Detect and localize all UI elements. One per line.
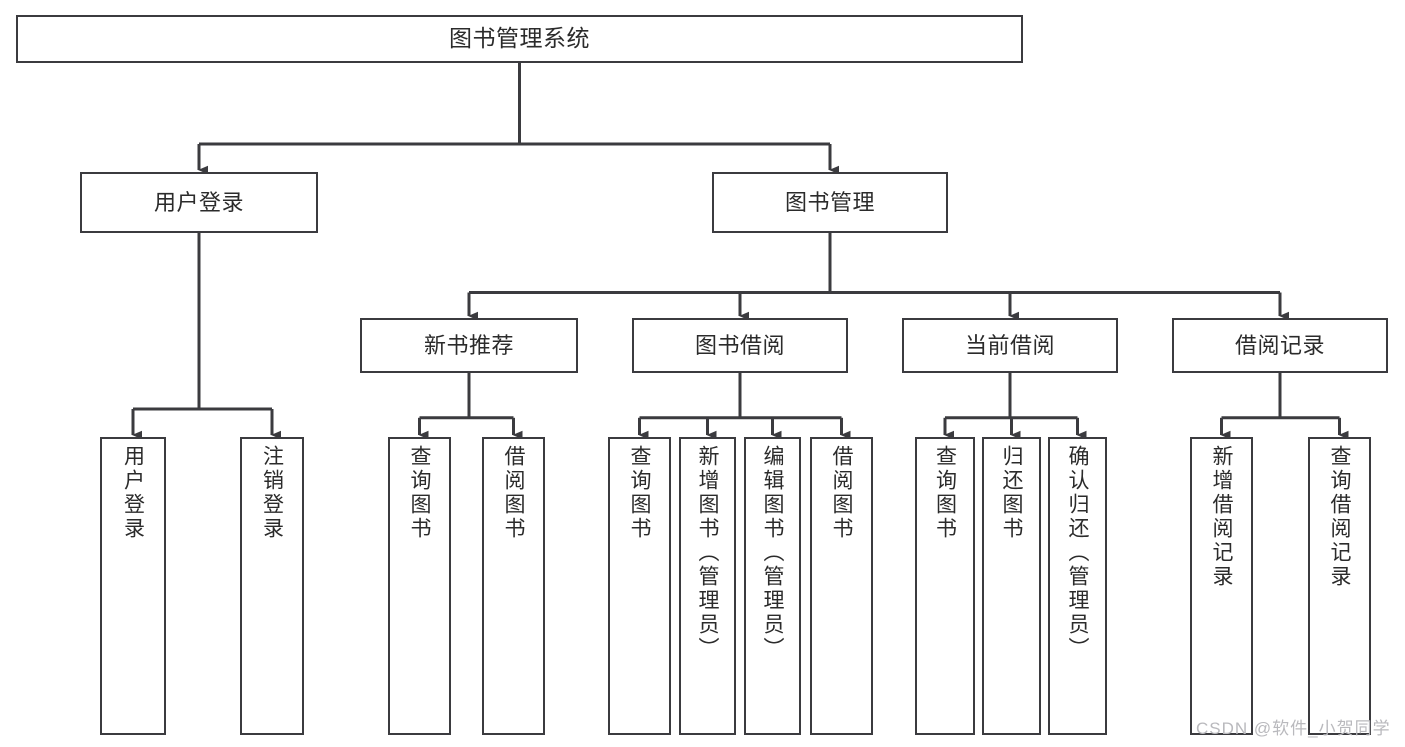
node-label: 查询图书 — [628, 445, 651, 541]
node-label: 借阅记录 — [1234, 332, 1325, 358]
node-current[interactable]: 当前借阅 — [902, 318, 1118, 373]
node-label: 当前借阅 — [964, 332, 1055, 358]
node-borrow[interactable]: 图书借阅 — [632, 318, 848, 373]
node-label: 借阅图书 — [830, 445, 853, 541]
node-label: 查询图书 — [933, 445, 957, 541]
node-leaf-3[interactable]: 查询图书 — [388, 437, 451, 735]
node-label: 新增借阅记录 — [1210, 445, 1233, 589]
connector-group — [131, 63, 1349, 440]
node-label: 借阅图书 — [502, 445, 525, 541]
node-leaf-12[interactable]: 新增借阅记录 — [1190, 437, 1253, 735]
node-label: 注销登录 — [260, 445, 284, 541]
node-leaf-5[interactable]: 查询图书 — [608, 437, 671, 735]
node-leaf-4[interactable]: 借阅图书 — [482, 437, 545, 735]
node-bookmgmt[interactable]: 图书管理 — [712, 172, 948, 233]
node-leaf-7[interactable]: 编辑图书（管理员） — [744, 437, 801, 735]
node-label: 用户登录 — [121, 445, 145, 541]
node-label: 查询借阅记录 — [1328, 445, 1351, 589]
node-root[interactable]: 图书管理系统 — [16, 15, 1023, 63]
node-leaf-9[interactable]: 查询图书 — [915, 437, 975, 735]
node-label: 归还图书 — [1000, 445, 1023, 541]
node-label: 图书借阅 — [694, 332, 785, 358]
node-leaf-13[interactable]: 查询借阅记录 — [1308, 437, 1371, 735]
node-leaf-8[interactable]: 借阅图书 — [810, 437, 873, 735]
node-leaf-1[interactable]: 用户登录 — [100, 437, 166, 735]
node-leaf-2[interactable]: 注销登录 — [240, 437, 304, 735]
node-login[interactable]: 用户登录 — [80, 172, 318, 233]
node-leaf-10[interactable]: 归还图书 — [982, 437, 1041, 735]
node-label: 查询图书 — [408, 445, 431, 541]
node-records[interactable]: 借阅记录 — [1172, 318, 1388, 373]
node-label: 图书管理系统 — [449, 25, 590, 52]
node-label: 用户登录 — [153, 189, 244, 215]
node-leaf-6[interactable]: 新增图书（管理员） — [679, 437, 736, 735]
node-leaf-11[interactable]: 确认归还（管理员） — [1048, 437, 1107, 735]
node-label: 新增图书（管理员） — [696, 445, 719, 661]
node-label: 新书推荐 — [423, 332, 514, 358]
node-newbook[interactable]: 新书推荐 — [360, 318, 578, 373]
node-label: 图书管理 — [784, 189, 875, 215]
node-label: 确认归还（管理员） — [1066, 445, 1089, 661]
node-label: 编辑图书（管理员） — [761, 445, 784, 661]
